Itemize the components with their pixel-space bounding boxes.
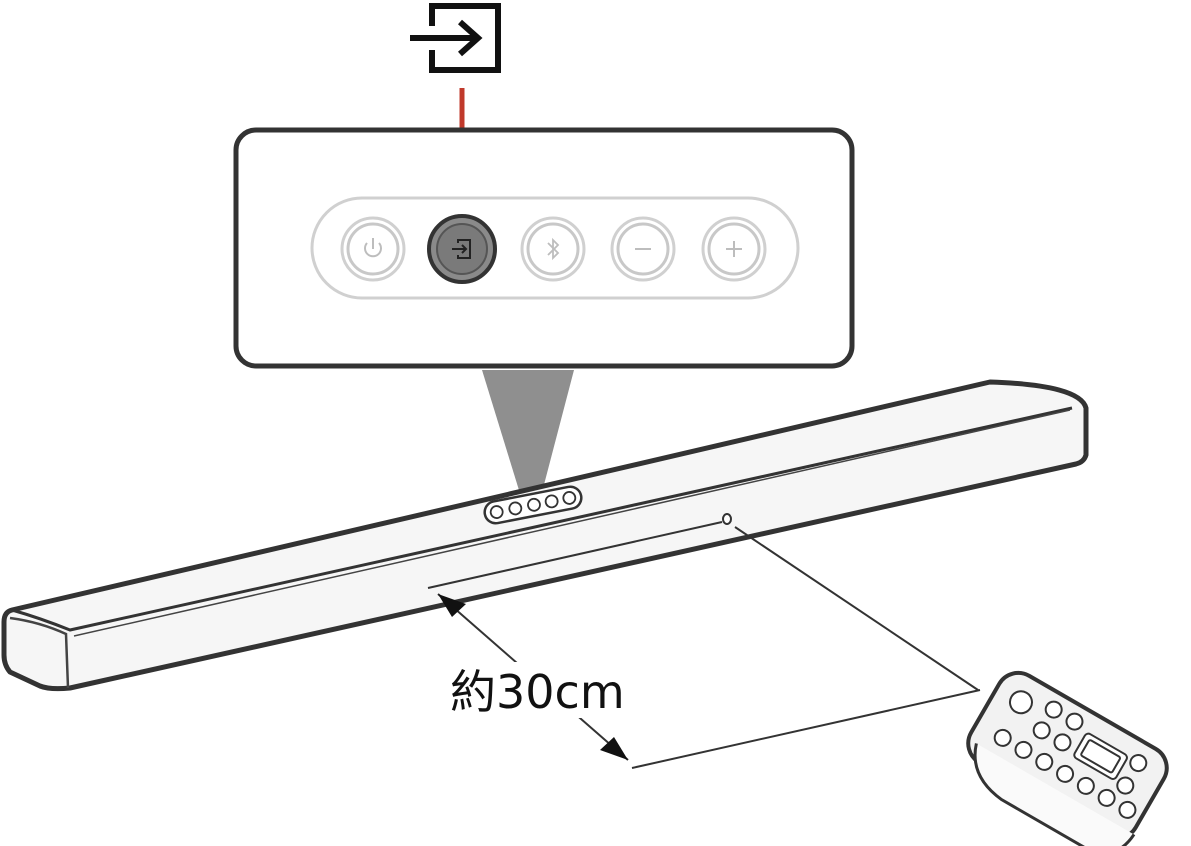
remote-control bbox=[966, 670, 1169, 846]
input-source-icon bbox=[452, 239, 471, 259]
power-button[interactable] bbox=[340, 216, 406, 282]
bluetooth-button[interactable] bbox=[520, 216, 586, 282]
soundbar bbox=[1, 379, 1089, 692]
volume-up-button[interactable] bbox=[701, 216, 767, 282]
input-source-icon bbox=[410, 3, 501, 73]
volume-down-button[interactable] bbox=[610, 216, 676, 282]
ir-sensor bbox=[722, 513, 732, 525]
power-icon bbox=[364, 238, 382, 258]
bluetooth-icon bbox=[547, 237, 560, 261]
distance-label: 約30cm bbox=[450, 665, 625, 719]
distance-arrowheads bbox=[438, 594, 628, 760]
distance-label-bg bbox=[446, 662, 656, 718]
plus-icon bbox=[726, 241, 742, 257]
input-button[interactable] bbox=[427, 214, 497, 284]
zoom-cone bbox=[482, 370, 574, 500]
